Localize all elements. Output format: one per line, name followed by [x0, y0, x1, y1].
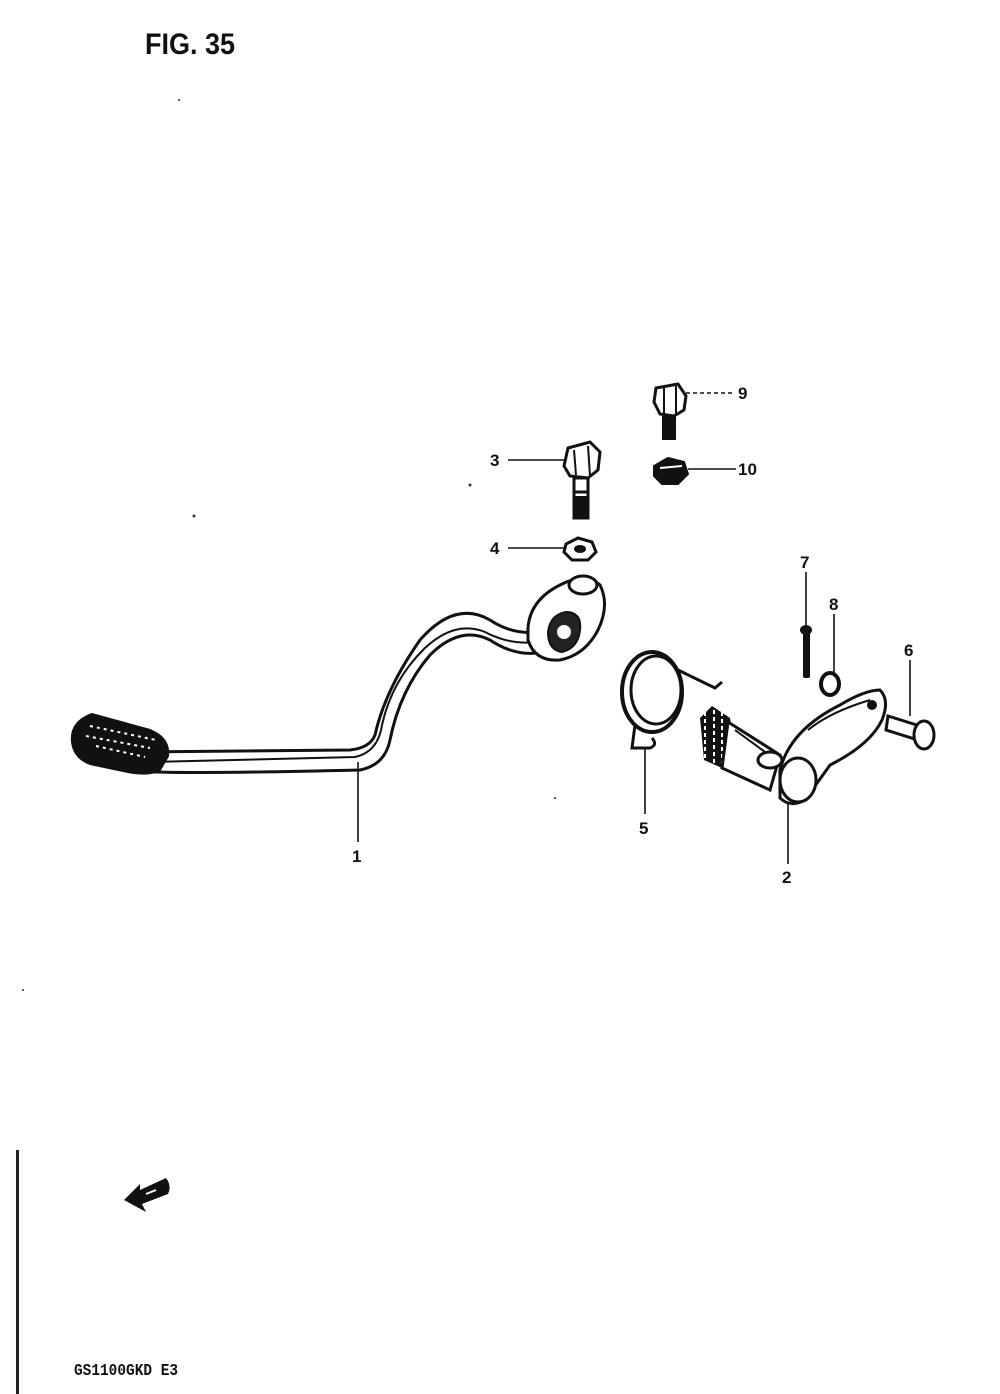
part-9-bolt [652, 382, 688, 440]
scan-specks [22, 99, 556, 991]
part-4-nut [562, 536, 598, 562]
part-5-return-spring [620, 650, 723, 750]
front-direction-arrow-icon [124, 1178, 170, 1212]
page-edge-rule [16, 1150, 19, 1394]
part-7-cotter-pin [800, 625, 812, 678]
callout-7: 7 [800, 553, 809, 572]
callout-2: 2 [782, 868, 791, 887]
callout-5: 5 [639, 819, 648, 838]
figure-title: FIG. 35 [145, 28, 236, 61]
model-code: GS1100GKD E3 [74, 1362, 179, 1381]
part-2-pedal-shaft [700, 688, 887, 805]
part-8-washer [819, 671, 841, 697]
callout-3: 3 [490, 451, 499, 470]
callout-8: 8 [829, 595, 838, 614]
leader-lines [357, 392, 911, 864]
part-1-pedal-lever [70, 574, 606, 775]
part-10-nut [653, 456, 690, 485]
callouts: 1 2 3 4 5 6 7 8 9 10 [352, 384, 913, 887]
callout-4: 4 [490, 539, 500, 558]
part-6-bolt [884, 714, 936, 751]
part-3-bolt [562, 440, 602, 520]
callout-9: 9 [738, 384, 747, 403]
callout-1: 1 [352, 847, 361, 866]
callout-10: 10 [738, 460, 757, 479]
callout-6: 6 [904, 641, 913, 660]
